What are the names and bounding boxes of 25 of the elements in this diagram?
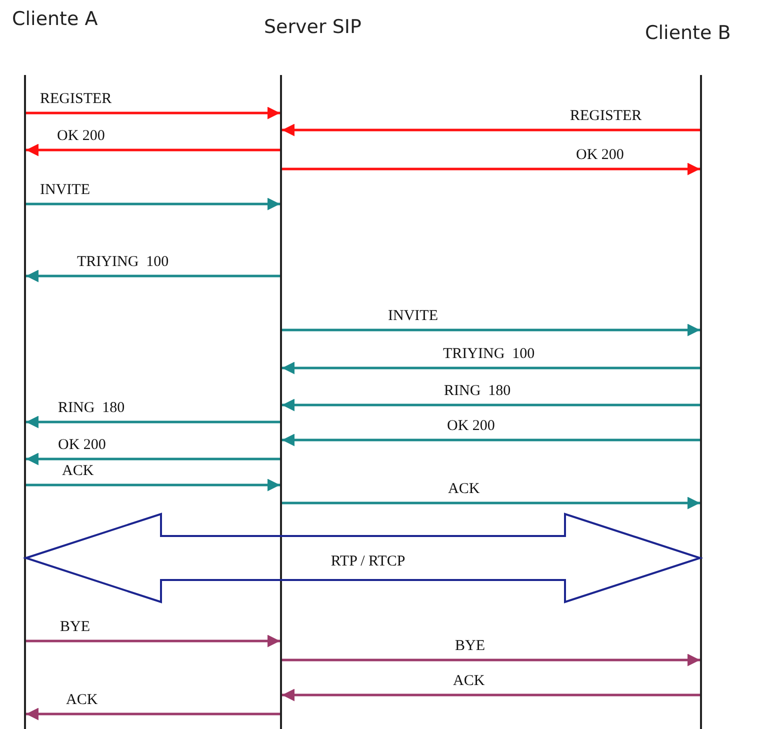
arrow — [282, 362, 700, 374]
participant-label: Cliente B — [645, 22, 731, 44]
arrow — [282, 162, 700, 176]
arrow — [282, 324, 700, 336]
arrow — [26, 144, 280, 156]
arrow — [26, 452, 280, 466]
lifeline — [280, 75, 282, 729]
arrow — [26, 416, 280, 428]
arrow — [282, 496, 700, 510]
arrow — [26, 270, 280, 282]
double-arrow — [22, 512, 704, 604]
participant-label: Server SIP — [264, 16, 362, 38]
lifeline — [24, 75, 26, 729]
arrow — [282, 398, 700, 412]
arrow — [282, 124, 700, 136]
arrow — [26, 198, 280, 210]
arrow — [26, 634, 280, 648]
lifeline — [700, 75, 702, 729]
arrow — [26, 708, 280, 720]
arrow — [282, 688, 700, 702]
arrow — [282, 654, 700, 666]
participant-label: Cliente A — [12, 8, 98, 30]
arrow — [282, 434, 700, 446]
arrow — [26, 478, 280, 492]
arrow — [26, 106, 280, 120]
